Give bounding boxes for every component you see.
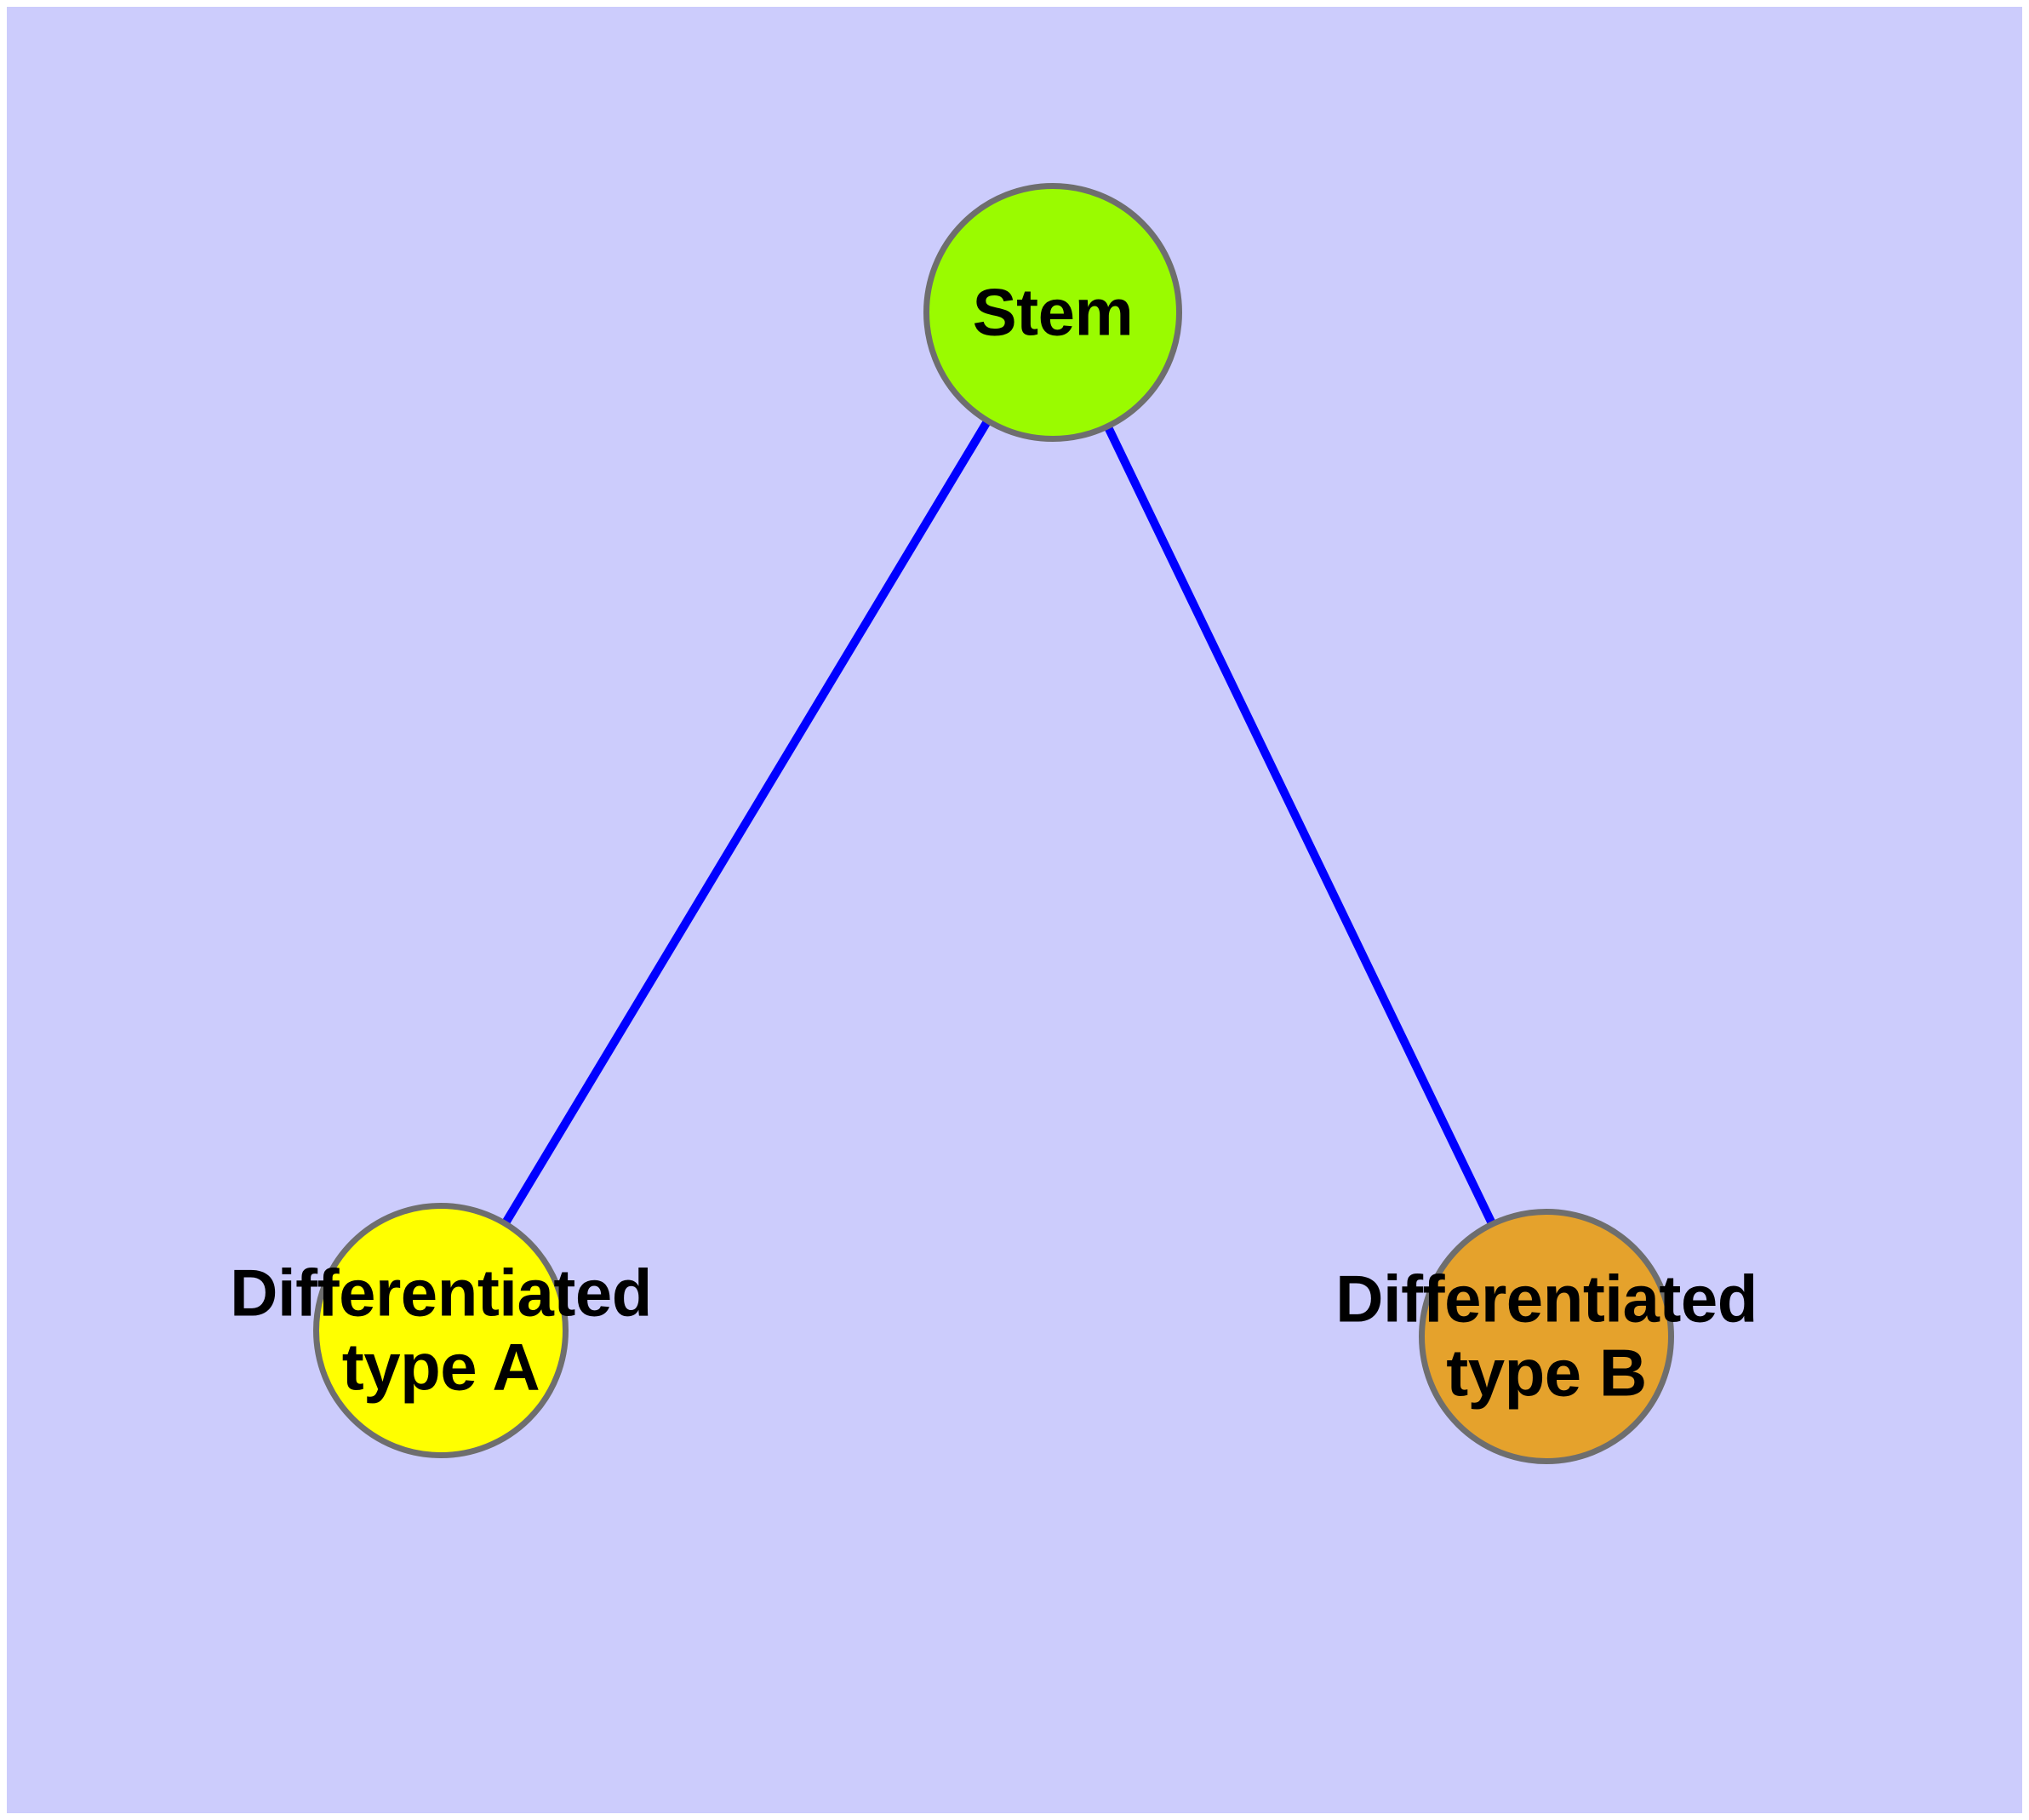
node-differentiated-type-b[interactable] [1419,1209,1674,1464]
edge-stem-to-differentiated-type-a[interactable] [437,310,1057,1333]
node-stem[interactable] [923,183,1182,442]
diagram-plot-area: Stem Differentiated type A Differentiate… [7,7,2022,1813]
edge-stem-to-differentiated-type-b[interactable] [1049,310,1551,1339]
node-differentiated-type-a[interactable] [313,1203,569,1458]
edge-layer [437,310,1551,1339]
